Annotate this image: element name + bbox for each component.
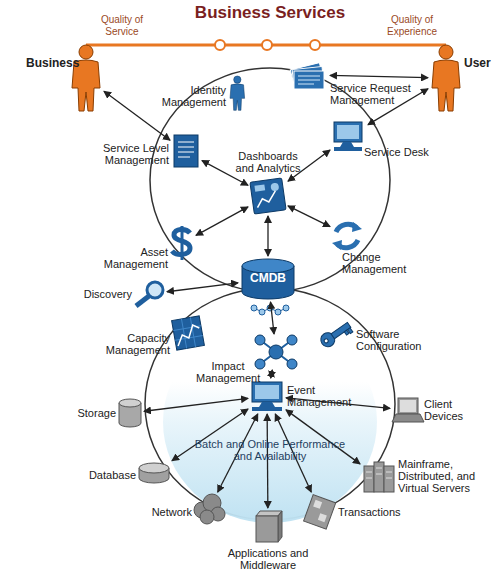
node-label: Software Configuration [356, 328, 436, 352]
storage-icon [119, 399, 141, 427]
connector-arrow [172, 409, 248, 461]
key-icon [318, 319, 354, 350]
node-label: Impact Management [196, 360, 260, 384]
connector-arrow [286, 398, 390, 408]
document-icon [174, 135, 198, 167]
node-label: Batch and Online Performance and Availab… [193, 438, 347, 462]
server-icon [364, 462, 394, 492]
cycle-icon [332, 222, 362, 250]
computer-icon [334, 122, 362, 151]
node-label: Applications and Middleware [214, 547, 322, 571]
cmdb-label: CMDB [240, 272, 296, 284]
connector-arrow [167, 283, 238, 292]
node-label: Client Devices [424, 398, 474, 422]
connector-arrow [288, 206, 330, 227]
transaction-icon [304, 495, 336, 530]
quality-label: Quality of Service [87, 14, 157, 38]
connector-arrow [104, 91, 170, 140]
cmdb-cylinder [242, 259, 294, 315]
node-label: Mainframe, Distributed, and Virtual Serv… [398, 458, 498, 494]
dollar-icon [172, 226, 190, 260]
graph-icon [172, 316, 205, 350]
database-icon [139, 463, 169, 483]
dashboard-icon [250, 178, 286, 214]
computer-icon [252, 382, 282, 411]
request-stack-icon [290, 63, 324, 89]
connector-arrow [267, 216, 268, 256]
person-icon [432, 45, 460, 111]
node-label: Business [26, 57, 68, 69]
node-label: Service Desk [364, 146, 434, 158]
connector-arrow [368, 89, 428, 125]
quality-dot [215, 40, 225, 50]
identity-icon [230, 76, 245, 110]
node-label: Transactions [338, 506, 408, 518]
node-label: Dashboards and Analytics [228, 150, 308, 174]
node-label: Change Management [342, 251, 414, 275]
magnifier-icon [136, 282, 163, 306]
node-label: Capacity Management [100, 332, 170, 356]
quality-dot [262, 40, 272, 50]
node-label: Discovery [80, 288, 132, 300]
node-label: Event Management [287, 384, 353, 408]
node-label: Service Level Management [95, 142, 169, 166]
connector-arrow [288, 150, 330, 181]
connector-arrow [275, 414, 311, 492]
cloud-icon [194, 494, 225, 524]
application-box-icon [256, 511, 282, 542]
node-label: Service Request Management [330, 82, 420, 106]
connector-arrow [202, 161, 248, 186]
node-label: Asset Management [100, 246, 168, 270]
node-label: Identity Management [160, 84, 226, 108]
connector-arrow [144, 398, 248, 411]
connector-arrow [266, 414, 268, 508]
connector-arrow [286, 410, 360, 464]
node-label: Database [84, 469, 136, 481]
connector-arrow [271, 370, 273, 378]
node-label: Network [144, 506, 192, 518]
connector-arrow [196, 207, 248, 235]
connector-arrow [330, 75, 428, 77]
node-label: Storage [70, 407, 116, 419]
person-icon [72, 45, 100, 111]
connector-arrow [271, 302, 275, 334]
laptop-icon [392, 398, 424, 422]
quality-dot [310, 40, 320, 50]
connector-arrow [218, 414, 258, 492]
node-label: User [464, 57, 504, 69]
network-hub-icon [255, 335, 297, 369]
quality-label: Quality of Experience [377, 14, 447, 38]
diagram-title: Business Services [150, 3, 390, 23]
